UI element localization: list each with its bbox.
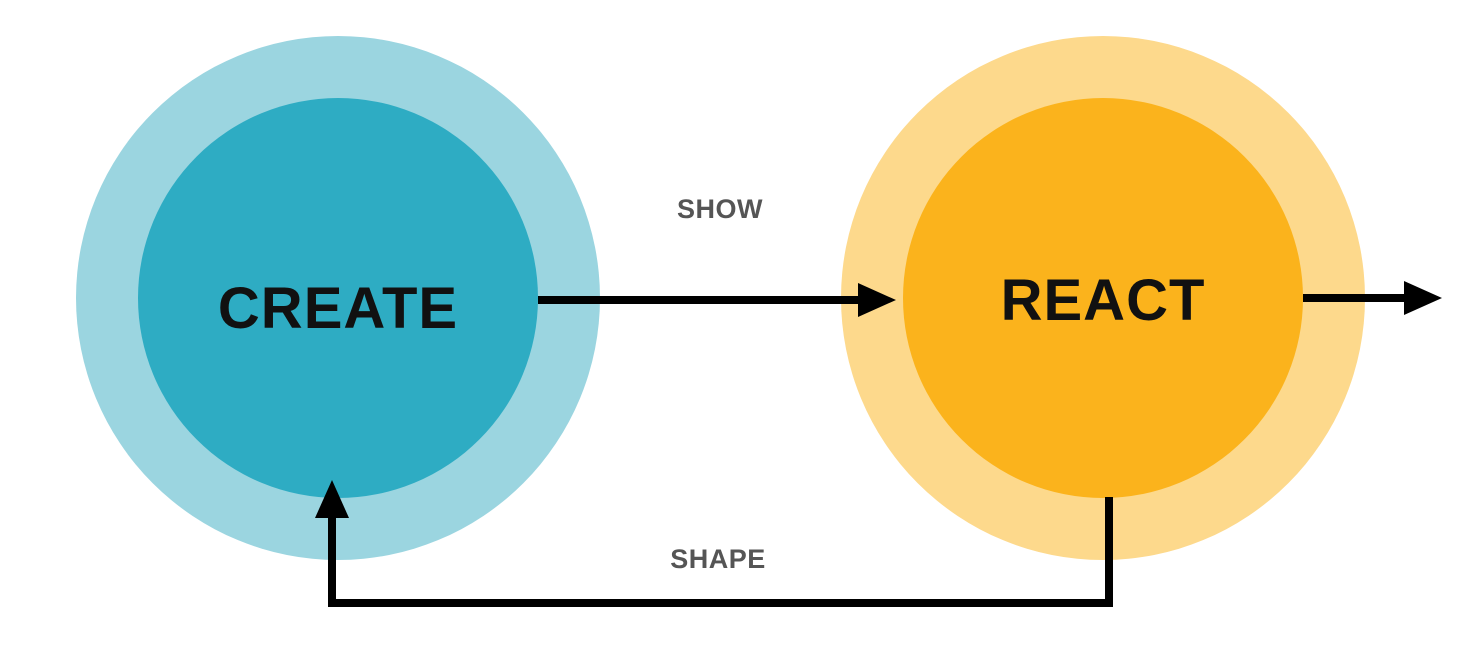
- create-node: [76, 36, 600, 560]
- react-label: REACT: [1000, 268, 1206, 333]
- create-label: CREATE: [217, 276, 459, 341]
- output-arrow: [1303, 281, 1442, 315]
- shape-label: SHAPE: [670, 544, 766, 574]
- create-inner-circle: [138, 98, 538, 498]
- show-label: SHOW: [677, 194, 763, 224]
- shape-arrow: [315, 480, 1113, 607]
- show-arrow: [538, 283, 896, 317]
- react-inner-circle: [903, 98, 1303, 498]
- react-node: [841, 36, 1365, 560]
